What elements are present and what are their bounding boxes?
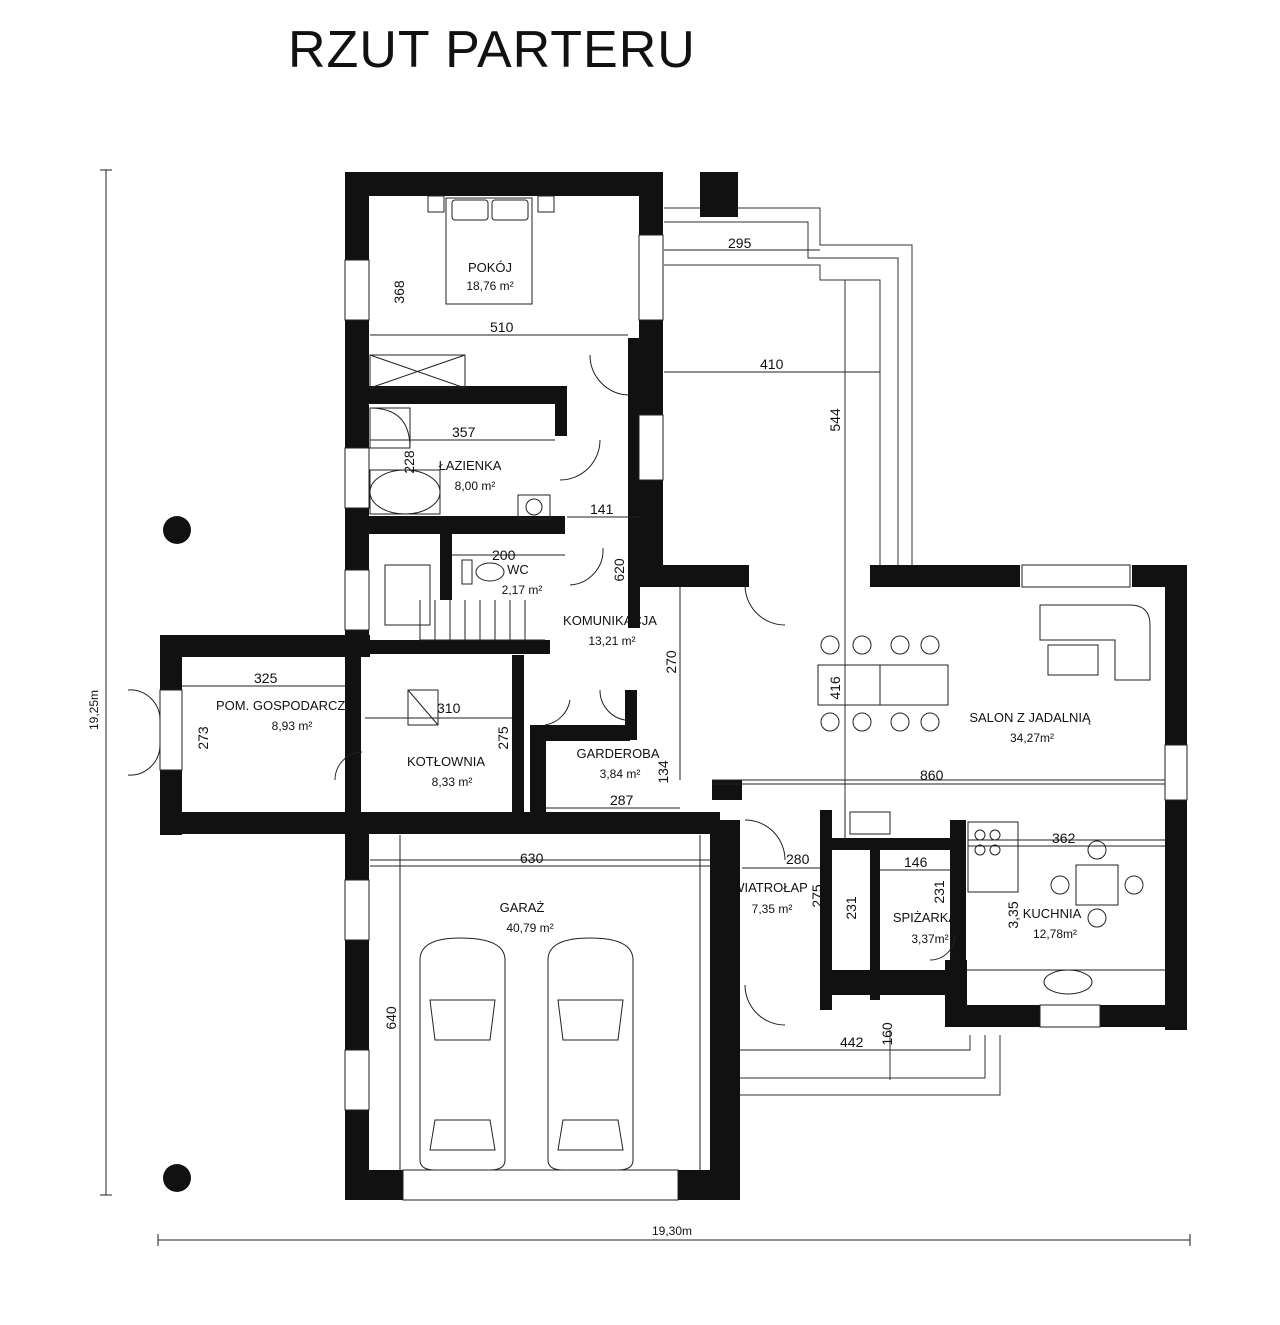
dimension-lines [182,249,1165,1051]
room-name-wc: WC [507,562,529,577]
room-name-kuchnia: KUCHNIA [1023,906,1082,921]
room-area-garaz: 40,79 m² [506,921,553,935]
room-area-pom-gospodarcze: 8,93 m² [272,719,313,733]
dim-860: 860 [920,767,944,783]
door-swings [127,354,956,1026]
dimension-labels: 295 368 510 410 544 357 228 141 200 620 … [195,235,1076,1050]
dim-200: 200 [492,547,516,563]
room-name-komunikacja: KOMUNIKACJA [563,613,657,628]
overall-width-label: 19,30m [652,1224,692,1238]
dim-630: 630 [520,850,544,866]
room-name-garaz: GARAŻ [500,900,545,915]
dim-442: 442 [840,1034,864,1050]
dim-620: 620 [611,558,627,582]
room-area-kotlownia: 8,33 m² [432,775,473,789]
dim-146: 146 [904,854,928,870]
plan-title: RZUT PARTERU [288,21,696,79]
room-area-spizarka: 3,37m² [911,932,948,946]
room-labels: POKÓJ 18,76 m² ŁAZIENKA 8,00 m² WC 2,17 … [216,260,1091,946]
dim-280: 280 [786,851,810,867]
dim-416: 416 [827,676,843,700]
windows [159,234,1188,1201]
dim-335: 3,35 [1005,901,1021,928]
dim-640: 640 [383,1006,399,1030]
room-name-kotlownia: KOTŁOWNIA [407,754,485,769]
room-name-wiatrolap: WIATROŁAP [732,880,808,895]
room-area-kuchnia: 12,78m² [1033,927,1077,941]
walls [160,172,1187,1200]
dim-295: 295 [728,235,752,251]
dim-134: 134 [655,760,671,784]
room-name-salon: SALON Z JADALNIĄ [969,710,1091,725]
dim-410: 410 [760,356,784,372]
furniture [369,195,1165,1171]
dim-357: 357 [452,424,476,440]
columns [163,516,191,1192]
room-area-komunikacja: 13,21 m² [588,634,635,648]
dim-544: 544 [827,408,843,432]
dim-273: 273 [195,726,211,750]
room-name-garderoba: GARDEROBA [576,746,659,761]
dim-141: 141 [590,501,614,517]
dim-275-a: 275 [495,726,511,750]
room-area-wc: 2,17 m² [502,583,543,597]
dim-231-a: 231 [843,896,859,920]
dim-368: 368 [391,280,407,304]
room-area-garderoba: 3,84 m² [600,767,641,781]
room-name-lazienka: ŁAZIENKA [439,458,502,473]
dim-510: 510 [490,319,514,335]
dim-275-b: 275 [809,884,825,908]
room-name-spizarka: SPIŻARKA [893,910,958,925]
dim-325: 325 [254,670,278,686]
room-area-wiatrolap: 7,35 m² [752,902,793,916]
dim-287: 287 [610,792,634,808]
room-area-pokoj: 18,76 m² [466,279,513,293]
dim-228: 228 [401,450,417,474]
dim-362: 362 [1052,830,1076,846]
dim-231-b: 231 [931,880,947,904]
dim-160: 160 [879,1022,895,1046]
room-name-pokoj: POKÓJ [468,260,512,275]
room-area-salon: 34,27m² [1010,731,1054,745]
dim-270: 270 [663,650,679,674]
dim-310: 310 [437,700,461,716]
overall-dimension-lines [100,169,1191,1246]
room-name-pom-gospodarcze: POM. GOSPODARCZE [216,698,354,713]
room-area-lazienka: 8,00 m² [455,479,496,493]
overall-height-label: 19,25m [87,690,101,730]
